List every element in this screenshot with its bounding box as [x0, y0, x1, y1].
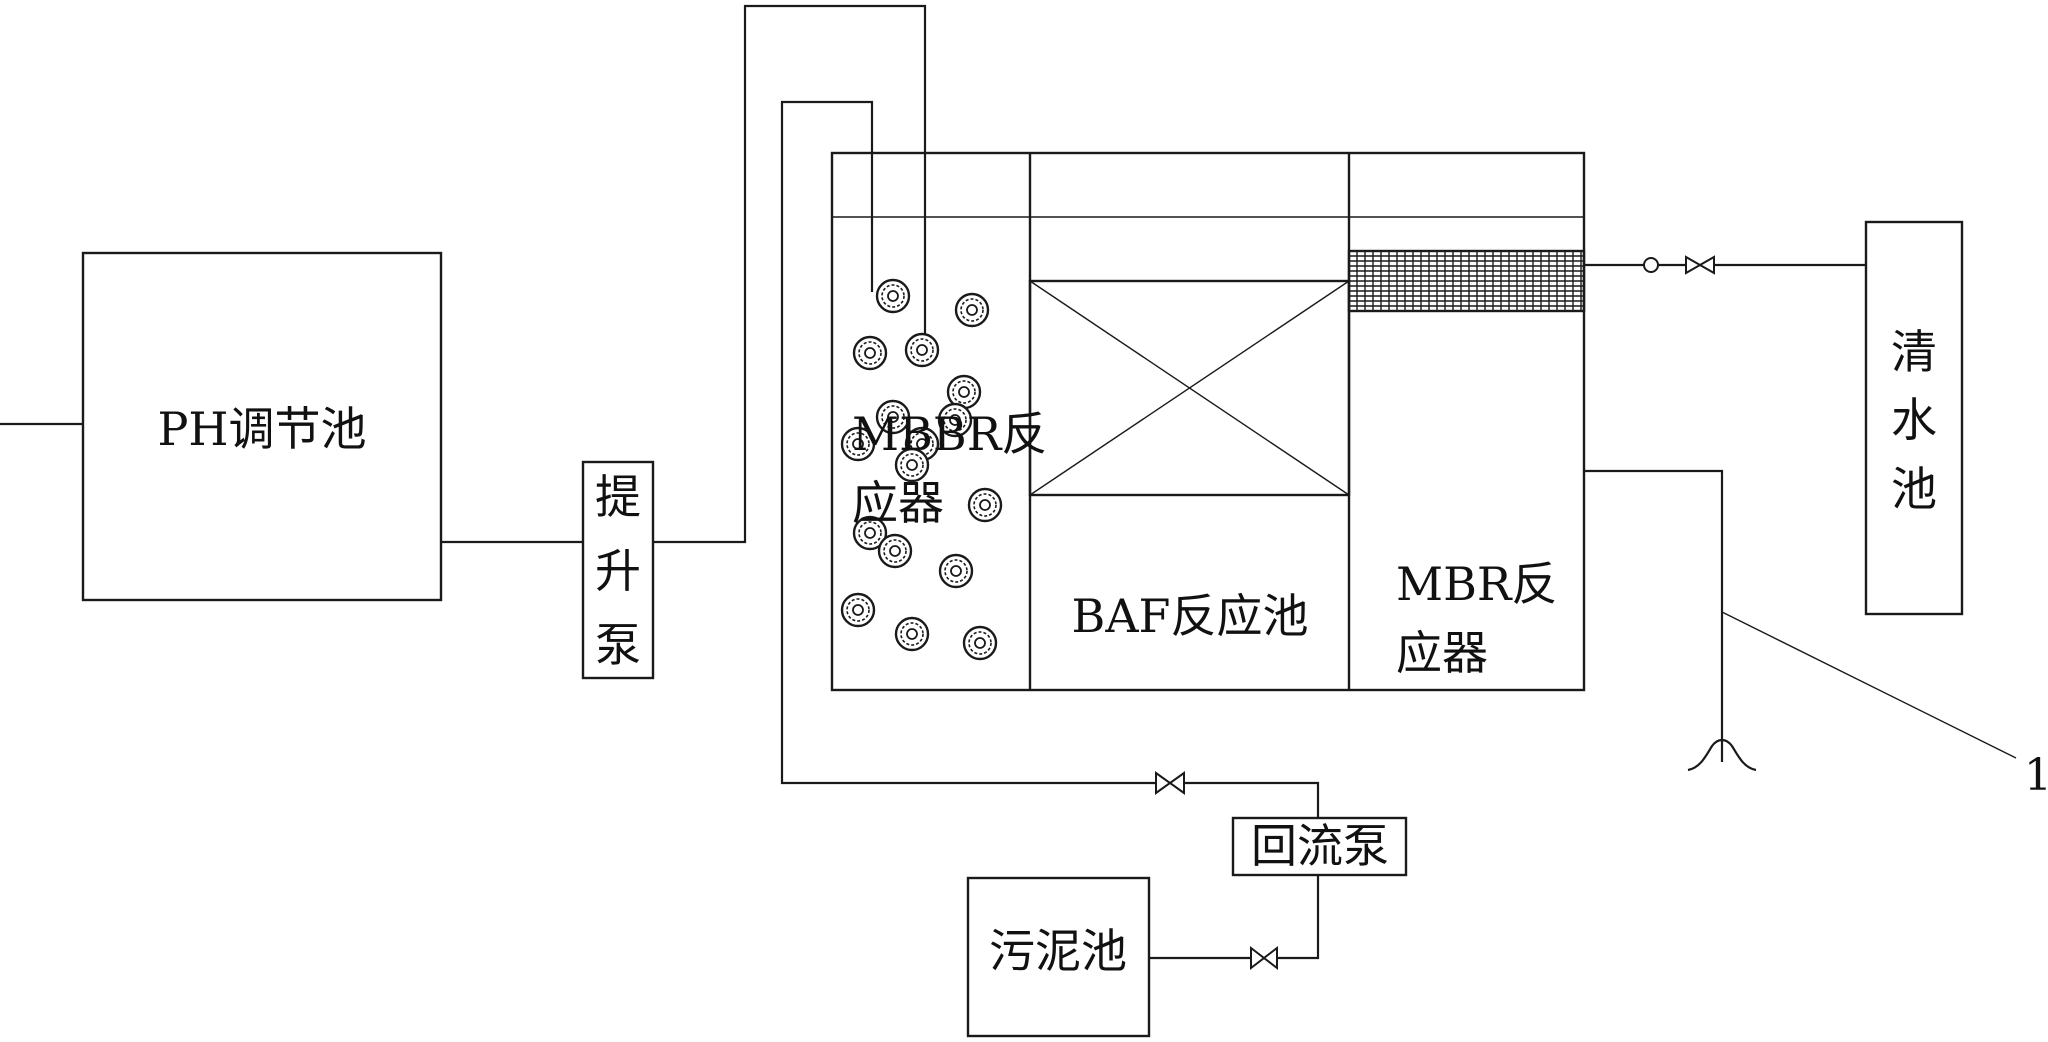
return-valve-icon	[1155, 771, 1185, 795]
lift-pump: 提 升 泵	[581, 460, 655, 680]
mbbr-carriers	[840, 278, 1003, 661]
carrier-icon	[938, 553, 974, 589]
mbr-label-2: 应器	[1396, 626, 1488, 680]
air-pipe	[1584, 469, 1757, 772]
baf-label: BAF反应池	[1072, 589, 1309, 643]
sludge-tank: 污泥池	[966, 876, 1151, 1038]
return-line	[780, 100, 1320, 818]
callout-1-label: 1	[2024, 750, 2048, 801]
return-pump-label: 回流泵	[1251, 819, 1389, 873]
carrier-icon	[877, 533, 913, 569]
lift-pump-label-3: 泵	[595, 618, 641, 672]
clean-tank-label-3: 池	[1891, 462, 1937, 516]
carrier-icon	[894, 616, 930, 652]
carrier-icon	[946, 374, 982, 410]
carrier-icon	[840, 592, 876, 628]
carrier-icon	[954, 292, 990, 328]
clean-water-tank: 清 水 池	[1864, 220, 1964, 616]
carrier-icon	[894, 447, 930, 483]
clean-tank-label-1: 清	[1891, 325, 1937, 379]
clean-tank-label-2: 水	[1891, 393, 1937, 447]
flow-meter-icon	[1643, 257, 1659, 273]
ph-tank: PH调节池	[81, 251, 443, 602]
sludge-line	[1149, 875, 1320, 960]
carrier-icon	[852, 515, 888, 551]
carrier-icon	[840, 426, 876, 462]
mbr-membrane-module	[1347, 249, 1586, 313]
ph-tank-label: PH调节池	[157, 402, 366, 456]
return-pump: 回流泵	[1231, 816, 1408, 877]
carrier-icon	[904, 332, 940, 368]
carrier-icon	[875, 399, 911, 435]
carrier-icon	[937, 402, 973, 438]
sludge-valve-icon	[1250, 945, 1278, 971]
callout-leader-1	[1721, 611, 2017, 759]
lift-pump-label-2: 升	[595, 544, 641, 598]
lift-pump-feed-line	[653, 4, 927, 544]
sludge-tank-label: 污泥池	[989, 924, 1127, 978]
carrier-icon	[962, 625, 998, 661]
carrier-icon	[852, 335, 888, 371]
baf-filter-media	[1028, 279, 1351, 497]
mbr-label-1: MBR反	[1396, 557, 1558, 611]
lift-pump-label-1: 提	[595, 470, 641, 524]
mbbr-label-1: MBBR反	[852, 407, 1047, 461]
carrier-icon	[967, 487, 1003, 523]
effluent-valve-icon	[1685, 255, 1715, 275]
mbbr-label-2: 应器	[852, 476, 944, 530]
carrier-icon	[875, 278, 911, 314]
